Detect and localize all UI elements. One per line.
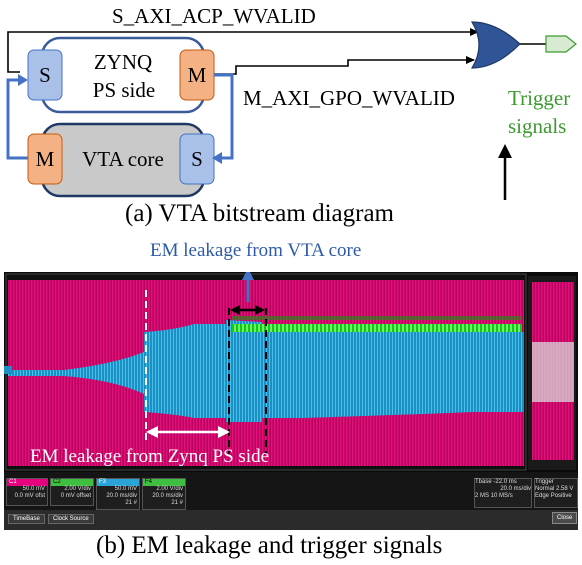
green-trace: [232, 324, 522, 332]
zynq-s-label: S: [39, 63, 51, 87]
m-to-s-wire: [214, 73, 234, 160]
zynq-title: ZYNQ: [93, 50, 153, 74]
channel-f3-info[interactable]: F3 50.0 mV 20.0 ms/div 21 #: [96, 478, 140, 510]
zynq-s-port: [27, 49, 63, 101]
caption-b: (b) EM leakage and trigger signals: [96, 532, 443, 559]
trigger-info[interactable]: Trigger Normal 2.58 V Edge Positive: [534, 478, 578, 508]
gpo-signal-label: M_AXI_GPO_WVALID: [243, 86, 455, 110]
channel-c1-info[interactable]: C1 50.0 mV 0.0 mV ofst: [6, 478, 48, 506]
annotation-vta: EM leakage from VTA core: [150, 240, 362, 261]
acp-signal-label: S_AXI_ACP_WVALID: [112, 4, 316, 28]
output-buffer: [545, 35, 577, 53]
caption-a: (a) VTA bitstream diagram: [125, 200, 394, 227]
or-gate: [470, 21, 521, 69]
trigger-label-line1: Trigger: [508, 86, 571, 110]
zynq-m-label: M: [187, 63, 207, 87]
gpo-wire: [212, 56, 475, 75]
close-button[interactable]: Close: [552, 512, 578, 524]
timebase-info[interactable]: Tbase -22.0 ms 20.0 ms/div 2 MS 10 MS/s: [474, 478, 532, 508]
annotation-zynq: EM leakage from Zynq PS side: [30, 446, 270, 467]
m-to-s-wire-2: [6, 78, 28, 160]
oscilloscope-screen: C1 50.0 mV 0.0 mV ofst C2 2.00 V/div 0 m…: [4, 272, 578, 530]
zynq-subtitle: PS side: [92, 78, 156, 102]
trigger-label-line2: signals: [508, 114, 567, 138]
acp-wire: [7, 28, 479, 73]
channel-f4-info[interactable]: F4 2.00 V/div 20.0 ms/div 21 #: [142, 478, 186, 510]
channel-c2-info[interactable]: C2 2.00 V/div 0 mV offset: [50, 478, 94, 506]
tab-timebase[interactable]: TimeBase: [8, 514, 45, 524]
bitstream-diagram: [6, 21, 577, 200]
vta-m-label: M: [35, 147, 55, 171]
cyan-trace: [8, 320, 524, 422]
tab-clock-source[interactable]: Clock Source: [48, 514, 94, 524]
vta-s-label: S: [191, 147, 203, 171]
vta-title: VTA core: [82, 147, 164, 171]
